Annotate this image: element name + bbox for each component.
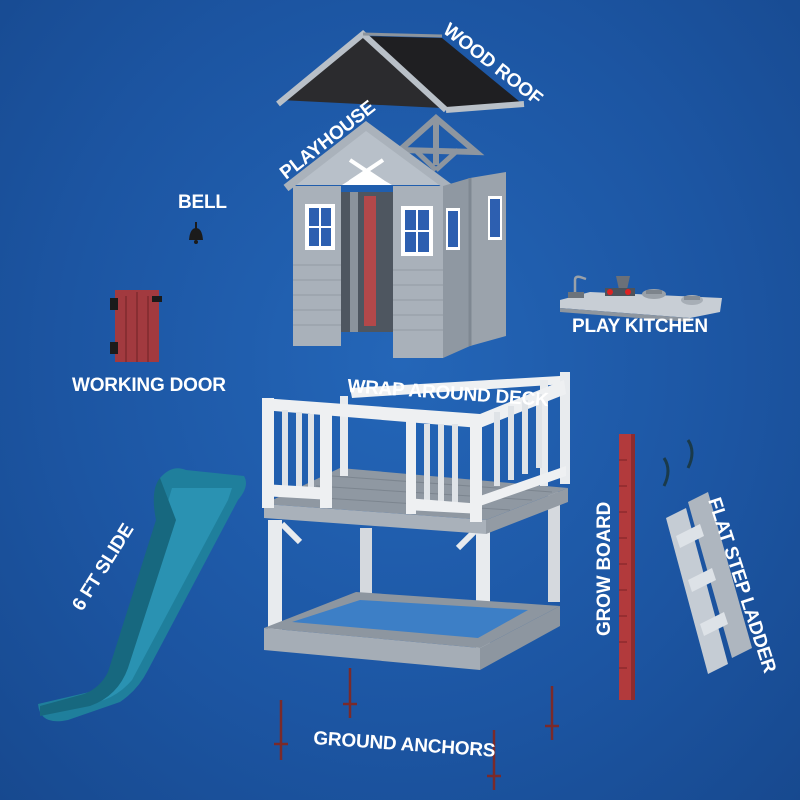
- label-bell: BELL: [178, 192, 227, 213]
- label-slide: 6 FT SLIDE: [68, 520, 138, 614]
- door-icon: [110, 290, 162, 362]
- label-grow-board: GROW BOARD: [594, 502, 615, 636]
- playhouse: [283, 114, 506, 358]
- bell-icon: [189, 222, 203, 244]
- ladder-icon: [666, 492, 752, 674]
- slide-icon: [38, 468, 246, 722]
- wood-roof: [276, 30, 525, 113]
- handle-icon: [662, 439, 694, 487]
- label-working-door: WORKING DOOR: [72, 375, 226, 396]
- kitchen-icon: [560, 275, 722, 322]
- label-play-kitchen: PLAY KITCHEN: [572, 316, 708, 337]
- ground-anchor-icon: [274, 668, 559, 790]
- wrap-around-deck: [262, 372, 570, 670]
- label-ground-anchors: GROUND ANCHORS: [313, 728, 496, 762]
- grow-board: [619, 434, 635, 700]
